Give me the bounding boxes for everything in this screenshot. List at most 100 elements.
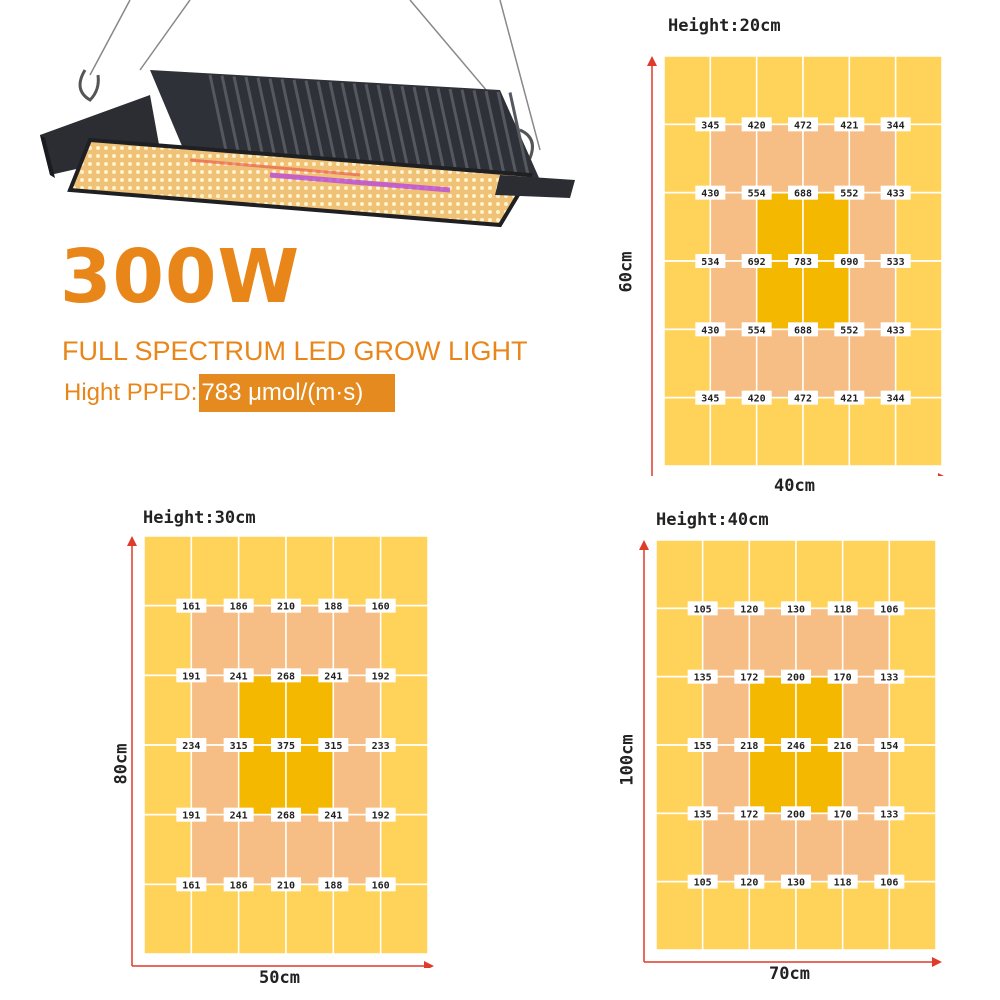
ppfd-value-label: 533 [887, 257, 905, 268]
value-label-bg [788, 390, 818, 405]
grid-cell [795, 675, 844, 746]
value-label-bg [365, 807, 396, 822]
value-label-bg [741, 390, 772, 405]
value-label-bg [788, 117, 818, 132]
ppfd-value-label: 133 [880, 809, 898, 820]
ppfd-value-label: 420 [748, 120, 766, 131]
ppfd-value-label: 172 [740, 809, 758, 820]
grid-cell [894, 55, 943, 126]
grid-cell [841, 539, 891, 610]
ppfd-value-label: 188 [324, 602, 342, 613]
grid-cell [143, 604, 193, 677]
product-subtitle: FULL SPECTRUM LED GROW LIGHT [62, 336, 528, 366]
ppfd-value: 783 μmol/(m·s) [199, 374, 396, 412]
map1-height-label: Height:20cm [668, 16, 781, 36]
ppfd-value-label: 135 [694, 809, 712, 820]
grid-cell [802, 191, 851, 262]
value-label-bg [734, 738, 765, 752]
grid-cell [379, 535, 429, 607]
ppfd-value-label: 420 [748, 394, 766, 405]
grid-cell [285, 604, 335, 677]
grid-cell [755, 55, 804, 126]
grid-cell [379, 813, 429, 886]
map1-depth-label: 60cm [616, 251, 637, 293]
ppfd-value-label: 188 [324, 880, 342, 891]
value-label-bg [271, 668, 301, 683]
map2-width-label: 50cm [259, 968, 300, 988]
arrow-head [639, 540, 649, 550]
value-label-bg [827, 669, 858, 684]
ppfd-value-label: 118 [834, 604, 852, 615]
arrow-head [932, 957, 942, 967]
grid-cell [848, 260, 897, 331]
map2-height-label: Height:30cm [143, 508, 256, 528]
grid-cell [888, 539, 937, 610]
grid-cell [755, 260, 804, 331]
ppfd-value-label: 200 [787, 809, 805, 820]
value-label-bg [741, 117, 772, 132]
grid-cell [802, 396, 851, 467]
ppfd-value-label: 552 [840, 325, 858, 336]
value-label-bg [741, 185, 772, 200]
ppfd-value-label: 170 [834, 809, 852, 820]
grid-cell [663, 123, 712, 194]
value-label-bg [827, 874, 858, 889]
ppfd-value-label: 241 [324, 671, 342, 682]
grid-cell [795, 880, 844, 951]
value-label-bg [223, 738, 254, 752]
ppfd-value-label: 191 [182, 671, 200, 682]
grid-cell [143, 535, 193, 607]
grid-cell [709, 123, 758, 194]
value-label-bg [223, 668, 254, 683]
grid-cell [237, 535, 287, 607]
grid-cell [143, 674, 193, 746]
grid-cell [379, 883, 429, 955]
grid-cell [190, 813, 240, 886]
grid-cell [237, 604, 287, 677]
grid-cell [332, 674, 382, 746]
value-label-bg [687, 806, 718, 821]
value-label-bg [880, 322, 911, 337]
grid-cell [841, 744, 891, 815]
grid-cell [285, 883, 335, 955]
grid-cell [655, 880, 704, 951]
ppfd-value-label: 160 [372, 880, 390, 891]
ppfd-value-label: 344 [887, 120, 905, 131]
grid-cell [755, 396, 804, 467]
grid-cell [894, 123, 943, 194]
ppfd-value-label: 210 [277, 602, 295, 613]
grid-cell [709, 191, 758, 262]
value-label-bg [734, 669, 765, 684]
grid-cell [663, 260, 712, 331]
arrow-head [647, 56, 657, 66]
ppfd-value-label: 430 [701, 325, 719, 336]
value-label-bg [741, 322, 772, 337]
value-label-bg [781, 738, 811, 752]
grid-cell [802, 55, 851, 126]
value-label-bg [880, 117, 911, 132]
value-label-bg [318, 738, 349, 752]
grid-cell [841, 607, 891, 678]
ppfd-value-label: 315 [324, 741, 342, 752]
ppfd-value-label: 186 [230, 602, 248, 613]
grid-cell [888, 675, 937, 746]
grid-cell [848, 123, 897, 194]
grid-cell [795, 812, 844, 883]
grid-cell [755, 328, 804, 399]
grid-cell [190, 535, 240, 607]
ppfd-line: Hight PPFD: 783 μmol/(m·s) [64, 374, 396, 412]
grid-cell [748, 880, 797, 951]
ppfd-value-label: 161 [182, 602, 200, 613]
ppfd-value-label: 106 [880, 878, 898, 889]
grid-cell [748, 675, 797, 746]
grid-cell [143, 883, 193, 955]
map1-width-label: 40cm [774, 476, 815, 496]
grid-cell [701, 675, 751, 746]
ppfd-value-label: 690 [840, 257, 858, 268]
map3-width-label: 70cm [769, 964, 810, 984]
ppfd-value-label: 421 [840, 394, 858, 405]
ppfd-value-label: 192 [372, 811, 390, 822]
value-label-bg [318, 877, 349, 892]
ppfd-value-label: 692 [748, 257, 766, 268]
